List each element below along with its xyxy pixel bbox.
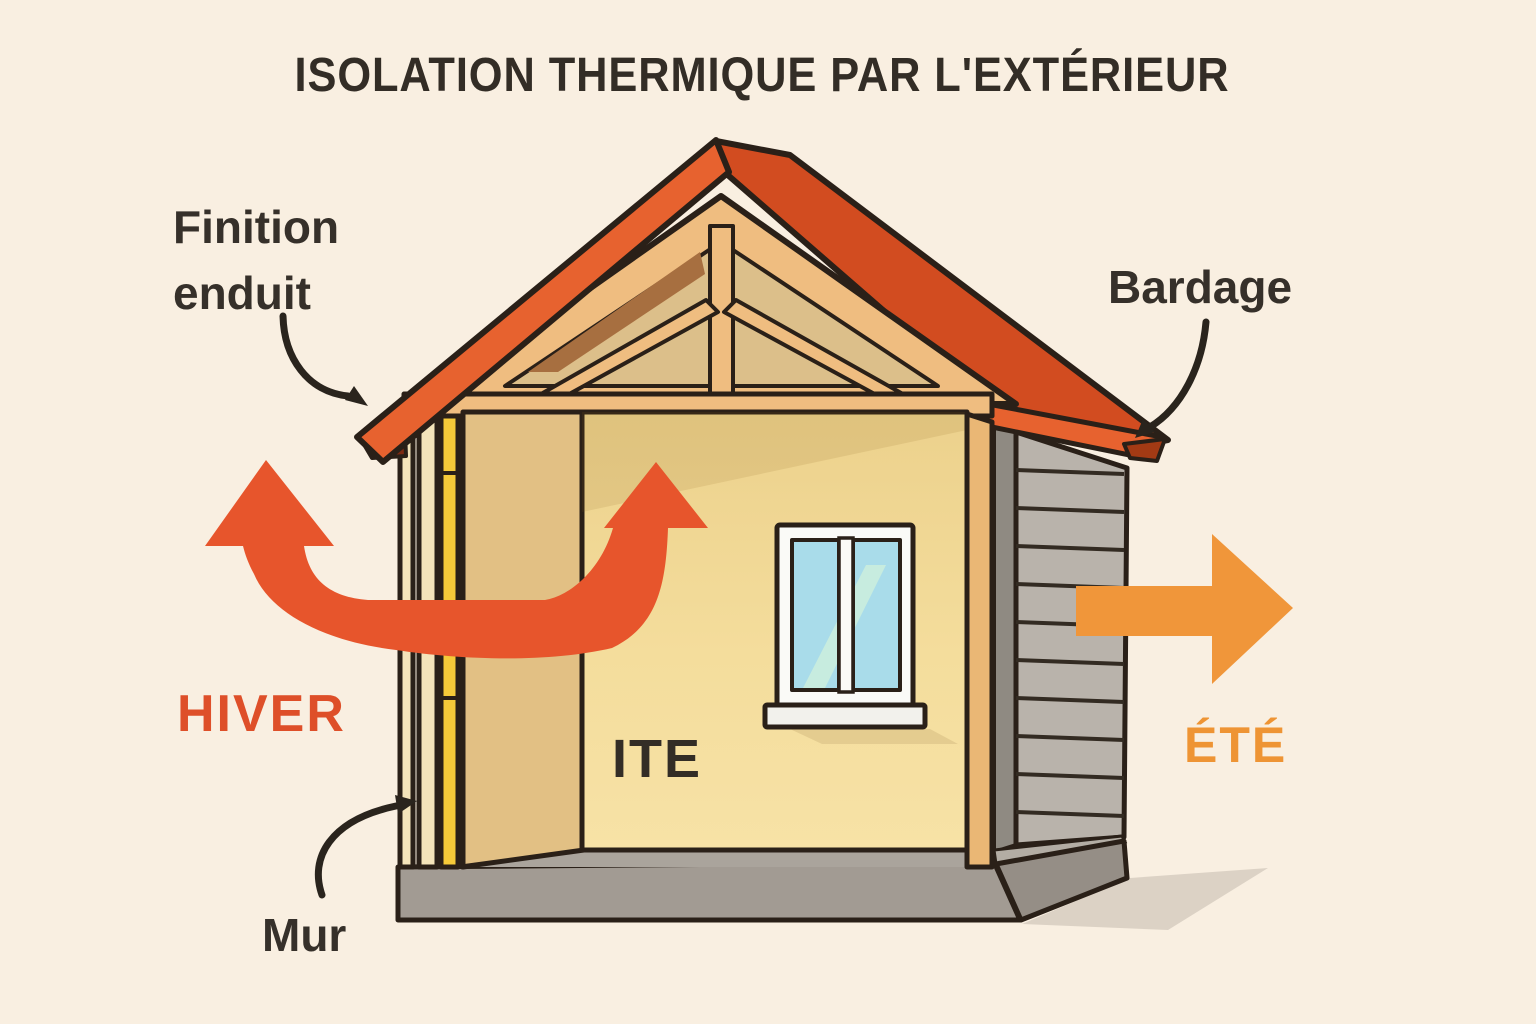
gable-truss-group [401,193,1019,419]
roof-left-fascia [354,137,732,465]
bardage-pointer-curve [1146,318,1210,431]
label-ite: ITE [612,729,702,789]
sill-shadow [790,729,958,744]
label-mur: Mur [262,909,346,961]
label-ete: ÉTÉ [1184,717,1287,773]
interior-corner-post [964,411,995,870]
finition-pointer-curve [279,312,352,400]
annotation-arrows [279,312,1210,899]
label-hiver: HIVER [177,685,346,743]
floor-left-edge [460,847,585,870]
label-bardage: Bardage [1108,261,1292,313]
finition-pointer-head [345,386,368,406]
roof-eave-end-cap [1122,437,1167,463]
page-title: ISOLATION THERMIQUE PAR L'EXTÉRIEUR [295,48,1230,102]
slab-right-face [993,838,1130,923]
interior-floor [461,850,994,867]
summer-heat-arrow [1076,534,1293,684]
label-finition-line1: Finition [173,201,339,253]
window-mullion [837,536,855,694]
slab-front-face [395,859,1023,923]
label-finition-line2: enduit [173,267,311,319]
siding-corner-strip [992,422,1018,854]
window-group [762,522,958,744]
ground-shadow [1022,868,1268,930]
bardage-pointer-head [1135,419,1155,438]
mur-pointer-curve [314,802,400,899]
siding-panel [1013,429,1130,848]
window-sill [762,702,928,730]
ceiling-shadow [582,412,967,512]
gable-shadow-wedge [528,252,705,372]
siding-plank-lines [1015,468,1125,818]
mur-pointer-head [395,795,417,814]
winter-heat-arrow [205,460,708,659]
side-wall-group [395,422,1130,923]
